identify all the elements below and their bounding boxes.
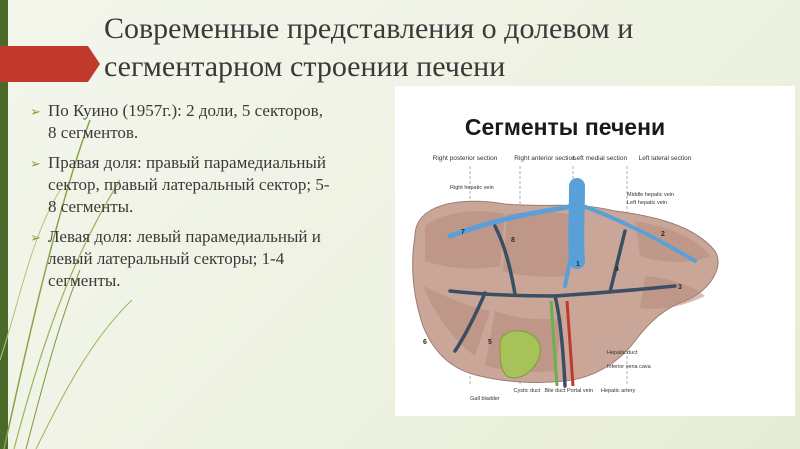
label-cystic-duct: Cystic duct [514,388,541,394]
segment-label-3: 3 [678,284,682,291]
liver-segments-figure: Сегменты печени Right posterior section … [395,86,795,416]
portal-vein-branch [453,291,487,353]
bullet-text: По Куино (1957г.): 2 доли, 5 секторов, 8… [48,101,323,142]
slide-title-line-2: сегментарном строении печени [104,50,506,83]
segment-label-7: 7 [461,229,465,236]
right-hepatic-vein [447,203,578,239]
accent-bar [0,46,100,82]
label-middle-hepatic-vein: Middle hepatic vein [627,192,674,198]
section-label-left-lateral: Left lateral section [639,155,692,162]
label-inferior-vena-cava: Inferior vena cava [607,364,652,370]
arrow-bullet-icon: ➢ [30,230,41,245]
left-hepatic-vein [581,204,697,263]
arrow-bullet-icon: ➢ [30,104,41,119]
hepatic-artery [565,300,575,387]
left-decor-strip [0,0,8,449]
segment-region-6 [423,286,490,356]
bullet-item: ➢ Левая доля: левый парамедиальный и левы… [30,226,330,292]
bullet-text: Левая доля: левый парамедиальный и левый… [48,227,321,290]
slide-title: Современные представления о долевом и се… [104,10,764,86]
label-hepatic-duct: Hepatic duct [607,350,638,356]
segment-label-2: 2 [661,231,665,238]
bullet-item: ➢ По Куино (1957г.): 2 доли, 5 секторов, … [30,100,330,144]
bullet-item: ➢ Правая доля: правый парамедиальный сект… [30,152,330,218]
segment-region-3 [640,276,705,309]
section-label-right-anterior: Right anterior section [514,155,576,162]
bile-duct [549,300,559,387]
bullet-text: Правая доля: правый парамедиальный секто… [48,153,330,216]
liver-diagram: Right posterior section Right anterior s… [412,155,719,402]
bullet-list: ➢ По Куино (1957г.): 2 доли, 5 секторов, … [30,100,330,300]
segment-region-8 [503,211,575,277]
slide-title-line-1: Современные представления о долевом и [104,12,634,45]
label-portal-vein: Portal vein [567,388,593,394]
label-left-hepatic-vein: Left hepatic vein [627,200,667,206]
portal-vein-branch [493,224,517,296]
segment-region-7 [425,211,505,269]
segment-label-6: 6 [423,339,427,346]
arrow-bullet-icon: ➢ [30,156,41,171]
segment-label-4: 4 [615,266,619,273]
segment-label-5: 5 [488,339,492,346]
segment-label-1: 1 [576,261,580,268]
segment-label-8: 8 [511,237,515,244]
label-hepatic-artery: Hepatic artery [601,388,635,394]
segment-region-2 [635,221,710,262]
middle-hepatic-vein [563,209,582,288]
section-label-right-posterior: Right posterior section [433,155,498,162]
section-label-left-medial: Left medial section [573,155,628,162]
portal-vein-branch [553,284,677,298]
portal-vein-branch [608,229,627,294]
gallbladder [499,330,541,379]
figure-title: Сегменты печени [464,114,666,140]
label-bile-duct: Bile duct [544,388,566,394]
grass-decoration [0,119,133,449]
label-right-hepatic-vein: Right hepatic vein [450,185,494,191]
label-gall-bladder: Gall bladder [470,396,500,402]
